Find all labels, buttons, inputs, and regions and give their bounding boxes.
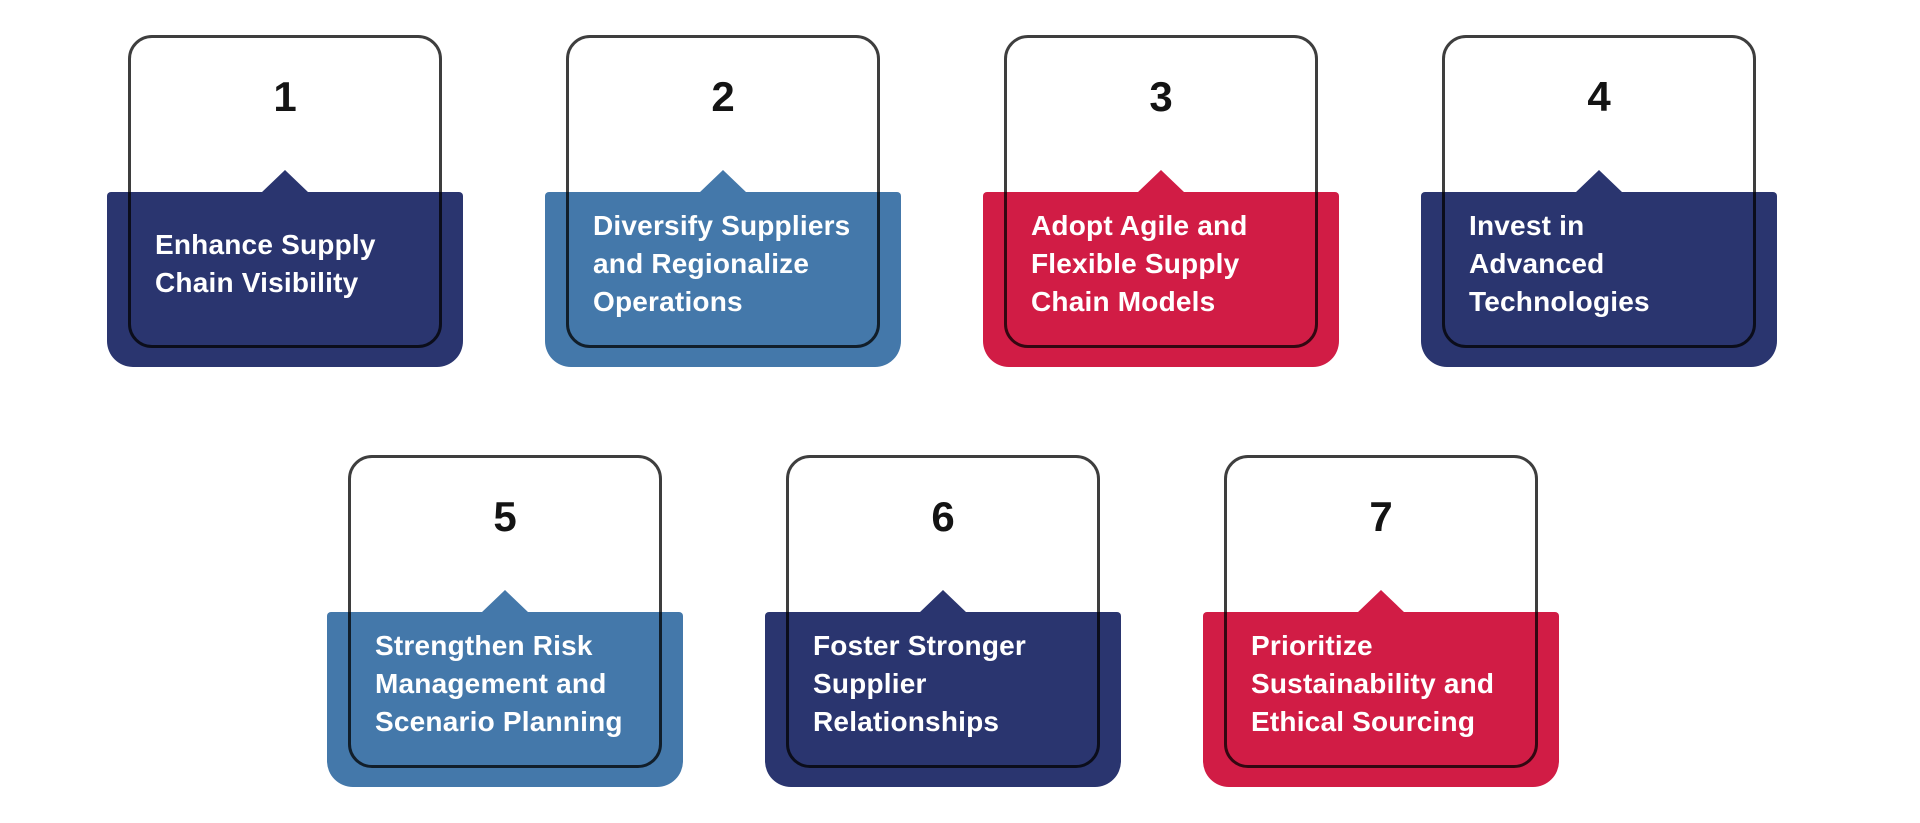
step-card-1: Enhance Supply Chain Visibility 1 — [107, 35, 463, 367]
card-color-band: Foster Stronger Supplier Relationships — [765, 590, 1121, 787]
card-label: Foster Stronger Supplier Relationships — [813, 630, 1027, 737]
card-label: Enhance Supply Chain Visibility — [155, 229, 376, 298]
step-card-3: Adopt Agile and Flexible Supply Chain Mo… — [983, 35, 1339, 367]
card-color-band: Adopt Agile and Flexible Supply Chain Mo… — [983, 170, 1339, 367]
card-color-band: Invest in Advanced Technologies — [1421, 170, 1777, 367]
arrow-up-notch-icon — [261, 170, 309, 193]
arrow-up-notch-icon — [481, 590, 529, 613]
card-number: 1 — [273, 73, 297, 120]
card-label: Prioritize Sustainability and Ethical So… — [1251, 630, 1495, 737]
card-number: 7 — [1369, 493, 1393, 540]
card-color-band: Prioritize Sustainability and Ethical So… — [1203, 590, 1559, 787]
arrow-up-notch-icon — [1575, 170, 1623, 193]
card-number: 3 — [1149, 73, 1173, 120]
arrow-up-notch-icon — [1357, 590, 1405, 613]
step-card-2: Diversify Suppliers and Regionalize Oper… — [545, 35, 901, 367]
step-card-7: Prioritize Sustainability and Ethical So… — [1203, 455, 1559, 787]
card-color-band: Enhance Supply Chain Visibility — [107, 170, 463, 367]
card-color-band: Strengthen Risk Management and Scenario … — [327, 590, 683, 787]
card-label: Diversify Suppliers and Regionalize Oper… — [593, 210, 851, 317]
card-number: 2 — [711, 73, 735, 120]
card-number: 5 — [493, 493, 517, 540]
arrow-up-notch-icon — [699, 170, 747, 193]
card-label: Adopt Agile and Flexible Supply Chain Mo… — [1031, 210, 1248, 317]
card-number: 6 — [931, 493, 955, 540]
card-label: Strengthen Risk Management and Scenario … — [375, 630, 623, 737]
step-card-5: Strengthen Risk Management and Scenario … — [327, 455, 683, 787]
step-card-4: Invest in Advanced Technologies 4 — [1421, 35, 1777, 367]
step-card-6: Foster Stronger Supplier Relationships 6 — [765, 455, 1121, 787]
card-color-band: Diversify Suppliers and Regionalize Oper… — [545, 170, 901, 367]
card-number: 4 — [1587, 73, 1611, 120]
arrow-up-notch-icon — [1137, 170, 1185, 193]
arrow-up-notch-icon — [919, 590, 967, 613]
card-label: Invest in Advanced Technologies — [1469, 210, 1650, 317]
